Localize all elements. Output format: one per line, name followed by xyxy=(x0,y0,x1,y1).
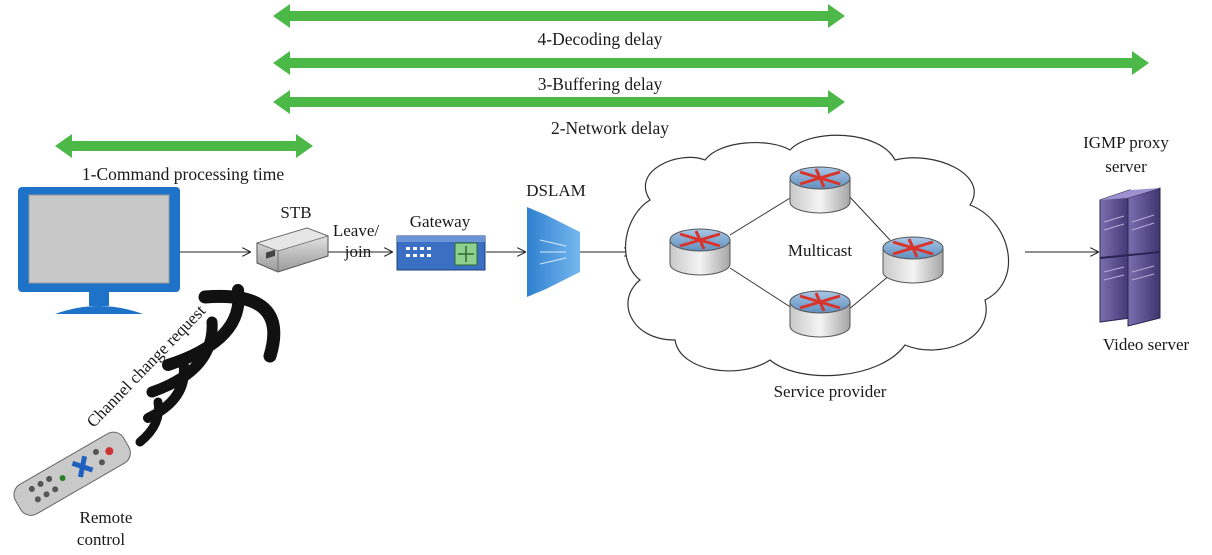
video-server-label: Video server xyxy=(1103,335,1190,354)
network-delay-label: 2-Network delay xyxy=(551,118,669,138)
service-provider-cloud xyxy=(625,134,1010,377)
leave-join-label-line2: join xyxy=(344,242,372,261)
signal-waves-icon xyxy=(135,284,281,447)
buffering-delay-label: 3-Buffering delay xyxy=(538,74,663,94)
remote-label-line1: Remote xyxy=(80,508,133,527)
command-processing-arrow xyxy=(55,134,313,158)
decoding-delay-label: 4-Decoding delay xyxy=(538,29,663,49)
leave-join-label-line1: Leave/ xyxy=(333,221,380,240)
network-delay-arrow xyxy=(273,90,845,114)
remote-label-line2: control xyxy=(77,530,125,549)
set-top-box-icon xyxy=(255,227,330,273)
service-provider-label: Service provider xyxy=(774,382,887,401)
command-processing-label: 1-Command processing time xyxy=(82,164,284,184)
buffering-delay-arrow xyxy=(273,51,1149,75)
dslam-icon xyxy=(527,207,580,297)
tv-monitor-icon xyxy=(18,187,180,314)
video-server-icon xyxy=(1099,187,1161,327)
gateway-label: Gateway xyxy=(410,212,471,231)
router-left-icon xyxy=(668,227,732,277)
router-top-icon xyxy=(788,165,852,215)
igmp-label-line1: IGMP proxy xyxy=(1083,133,1169,152)
router-links xyxy=(729,194,891,311)
multicast-label: Multicast xyxy=(788,241,852,260)
router-bottom-icon xyxy=(788,289,852,339)
remote-control-icon xyxy=(13,431,131,516)
igmp-label-line2: server xyxy=(1105,157,1147,176)
decoding-delay-arrow xyxy=(273,4,845,28)
dslam-label: DSLAM xyxy=(526,181,586,200)
stb-label: STB xyxy=(280,203,311,222)
router-right-icon xyxy=(881,235,945,285)
gateway-icon xyxy=(396,235,486,271)
